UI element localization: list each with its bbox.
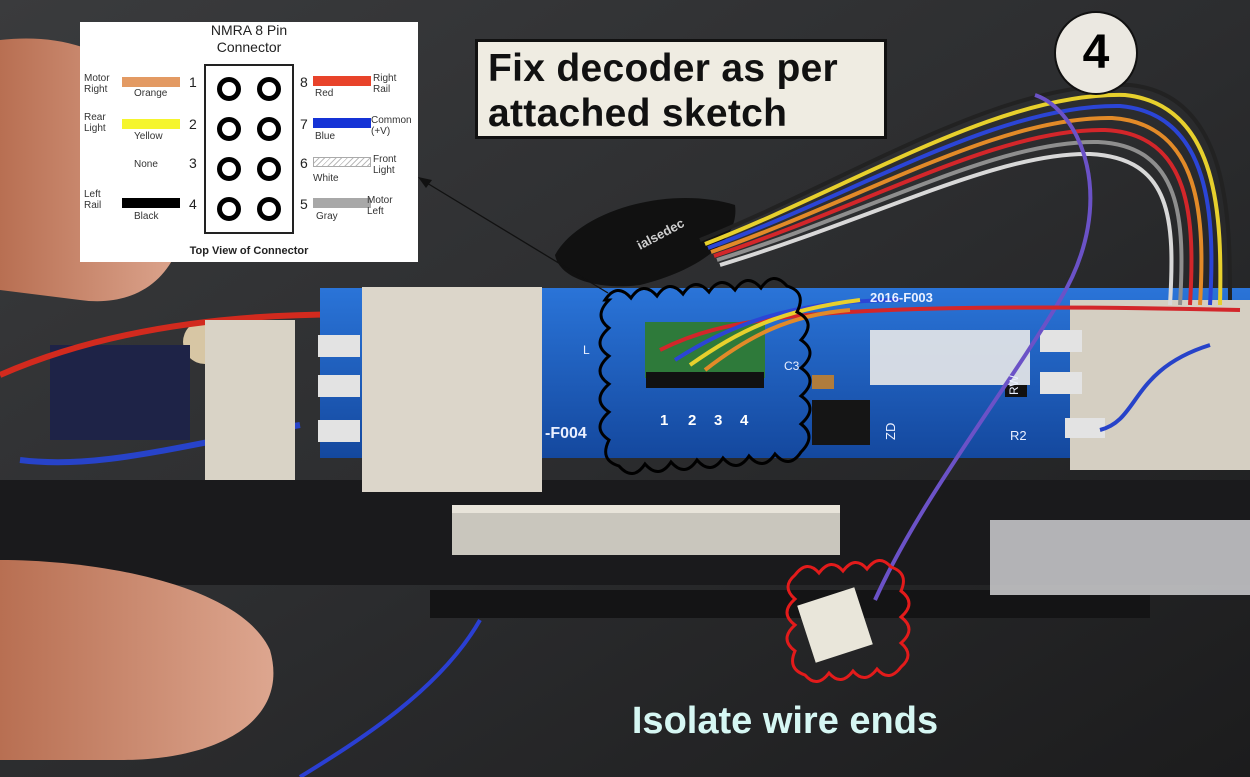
pin-number-4: 4 [189,196,197,212]
pcb-cap [812,375,834,389]
pcb-label-c3: C3 [784,359,800,373]
pcb-white-block [870,330,1030,385]
pin-circle-1 [217,77,241,101]
swatch-orange [122,77,180,87]
pin-circle-7 [257,117,281,141]
instruction-box: Fix decoder as per attached sketch [475,39,887,139]
pcb-tape-left [205,320,295,480]
connector-title-line2: Connector [216,39,282,55]
pin-circle-3 [217,157,241,181]
isolate-caption: Isolate wire ends [631,700,939,742]
pin-number-1: 1 [189,74,197,90]
color-name-blue: Blue [315,131,336,142]
decoder-pin-4: 4 [740,412,749,429]
red-wire-left [0,311,381,378]
connector-title-line1: NMRA 8 Pin [210,22,288,38]
blue-wire-bottom [298,619,482,777]
finger-bottom [0,560,274,760]
metal-weight-edge [452,505,840,513]
pin-number-8: 8 [300,74,308,90]
decoder-wrap [555,198,736,287]
pin-number-5: 5 [300,196,308,212]
instruction-line-1: Fix decoder as per [488,47,839,90]
connector-frame [204,64,294,234]
decoder-pin-2: 2 [688,412,696,429]
connector-diagram: NMRA 8 Pin Connector 1 2 3 4 8 7 6 5 Mot… [80,22,418,262]
swatch-yellow [122,119,180,129]
pcb-label-l: L [583,343,590,357]
color-name-orange: Orange [134,88,168,99]
swatch-black [122,198,180,208]
pin-number-7: 7 [300,116,308,132]
wire-end-highlight [785,559,911,683]
pin-circle-6 [257,157,281,181]
pin-circle-8 [257,77,281,101]
pcb-pads [318,330,1105,442]
pcb-label-r2: R2 [1010,428,1027,443]
instruction-line-2: attached sketch [488,92,788,135]
pcb-board-id-partial: -F004 [545,425,587,442]
pin7-function: Common(+V) [371,115,412,137]
pin-circle-2 [217,117,241,141]
purple-wire [873,93,1093,601]
swatch-gray [313,198,371,208]
decoder-highlight [598,277,812,475]
motor-block [990,520,1250,595]
swatch-white [313,157,371,167]
pcb-label-rw: RW [1007,375,1021,395]
pin-circle-5 [257,197,281,221]
pcb-tape-right [1070,300,1250,470]
pcb-chip [812,400,870,445]
left-component [50,345,190,440]
wire-bundle [699,82,1232,306]
blue-wire-right [1099,343,1211,432]
decoder-pin-labels: 1 2 3 4 [660,412,749,429]
color-name-gray: Gray [316,211,338,222]
pcb-label-zd: ZD [883,423,898,440]
pointer-arrowhead [418,177,432,188]
decoder-pin-1: 1 [660,412,668,429]
decoder-pin-3: 3 [714,412,722,429]
decoder-header [646,372,764,388]
connector-caption: Top View of Connector [189,245,309,257]
pcb-resistor [1005,385,1027,397]
color-name-yellow: Yellow [134,131,163,142]
pin3-function: None [134,159,158,170]
pin-number-6: 6 [300,155,308,171]
color-name-black: Black [134,211,159,222]
metal-weight [452,505,840,555]
pin-circle-4 [217,197,241,221]
pin-number-2: 2 [189,116,197,132]
pcb-tape-center [362,287,542,492]
swatch-red [313,76,371,86]
pcb-board-id: 2016-F003 [870,290,933,305]
pin-number-3: 3 [189,155,197,171]
decoder-wires [659,298,1241,372]
color-name-red: Red [315,88,334,99]
wire-end-tape [797,587,873,663]
color-name-white: White [313,173,339,184]
swatch-blue [313,118,371,128]
pointer-arrow-line [421,179,609,294]
step-number-badge: 4 [1054,11,1138,95]
